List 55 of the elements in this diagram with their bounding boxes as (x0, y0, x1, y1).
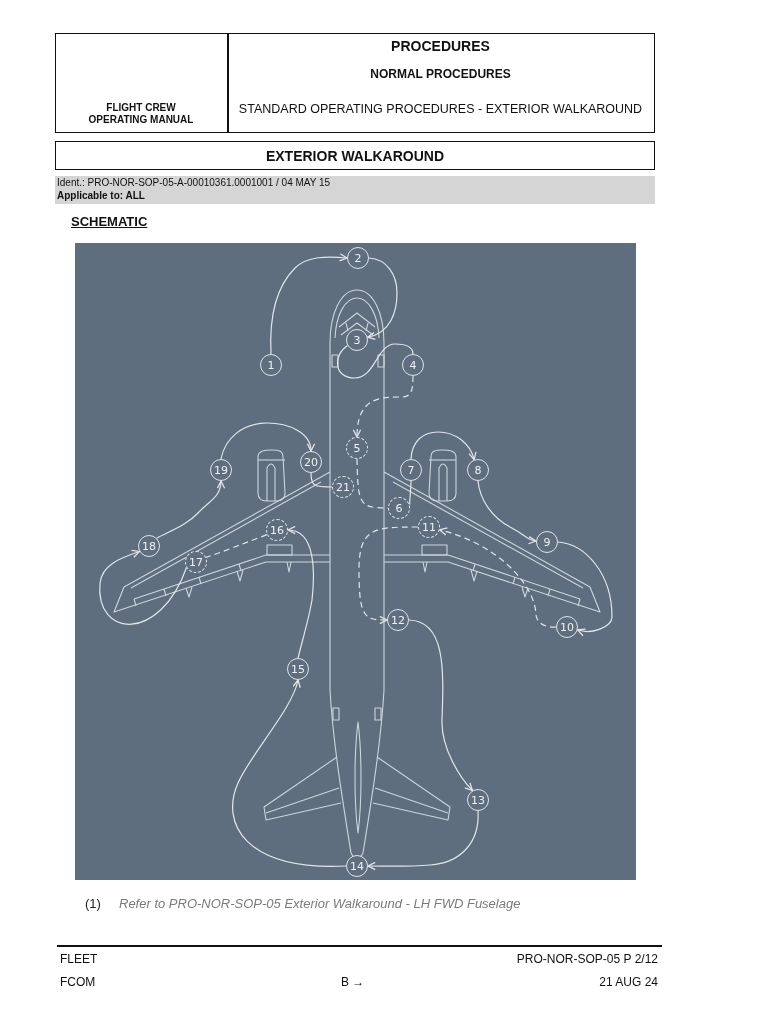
walkaround-arrow (287, 526, 315, 659)
page-reference: PRO-NOR-SOP-05 P 2/12 (516, 952, 658, 966)
step-number-circle: 4 (402, 354, 424, 376)
page-title: EXTERIOR WALKAROUND (55, 141, 655, 170)
walkaround-path (409, 480, 412, 506)
step-number-circle: 6 (388, 497, 410, 519)
walkaround-arrow (220, 422, 315, 460)
step-number-circle: 14 (346, 855, 368, 877)
section-title: NORMAL PROCEDURES (370, 67, 511, 82)
walkaround-arrow (156, 480, 225, 539)
date-text: 21 AUG 24 (599, 975, 658, 989)
step-number-circle: 18 (138, 535, 160, 557)
step-number-circle: 21 (332, 476, 354, 498)
step-number-circle: 7 (400, 459, 422, 481)
walkaround-arrow (366, 257, 398, 340)
walkaround-arrow (410, 431, 477, 461)
step-number-circle: 16 (266, 519, 288, 541)
manual-title: FLIGHT CREW OPERATING MANUAL (87, 102, 195, 126)
step-number-circle: 12 (387, 609, 409, 631)
step-number-circle: 11 (418, 516, 440, 538)
manual-code: FCOM (60, 975, 96, 989)
walkaround-arrow (358, 526, 419, 625)
step-number-circle: 9 (536, 531, 558, 553)
step-number-circle: 20 (300, 451, 322, 473)
walkaround-arrow (408, 619, 474, 792)
ident-text: Ident.: PRO-NOR-SOP-05-A-00010361.0001001 / 04 MAY 15 (57, 177, 331, 189)
fleet-text: FLEET (60, 952, 98, 966)
walkaround-path (205, 534, 268, 558)
chapter-title: PROCEDURES (391, 38, 490, 55)
step-number-circle: 3 (346, 329, 368, 351)
walkaround-arrow (232, 679, 347, 867)
walkaround-arrow (438, 527, 557, 628)
step-number-circle: 15 (287, 658, 309, 680)
walkaround-arrow (477, 480, 537, 545)
walkaround-arrow (270, 253, 348, 355)
walkaround-arrow (367, 810, 479, 871)
step-number-circle: 13 (467, 789, 489, 811)
applicability-text: Applicable to: ALL (57, 190, 145, 202)
step-number-circle: 19 (210, 459, 232, 481)
note-text: Refer to PRO-NOR-SOP-05 Exterior Walkaround - LH FWD Fuselage (119, 896, 521, 912)
walkaround-path (336, 343, 414, 379)
revision-code: B → (341, 975, 365, 989)
step-number-circle: 17 (185, 551, 207, 573)
step-number-circle: 2 (347, 247, 369, 269)
walkaround-arrow (557, 541, 613, 636)
step-number-circle: 1 (260, 354, 282, 376)
note-number: (1) (85, 896, 101, 912)
section-heading: SCHEMATIC (71, 214, 148, 230)
subsection-title: STANDARD OPERATING PROCEDURES - EXTERIOR WALKAROUND (238, 102, 643, 117)
walkaround-arrow (353, 375, 414, 438)
walkaround-path (310, 472, 333, 488)
step-number-circle: 8 (467, 459, 489, 481)
walkaround-arrow (99, 549, 188, 625)
step-number-circle: 5 (346, 437, 368, 459)
step-number-circle: 10 (556, 616, 578, 638)
